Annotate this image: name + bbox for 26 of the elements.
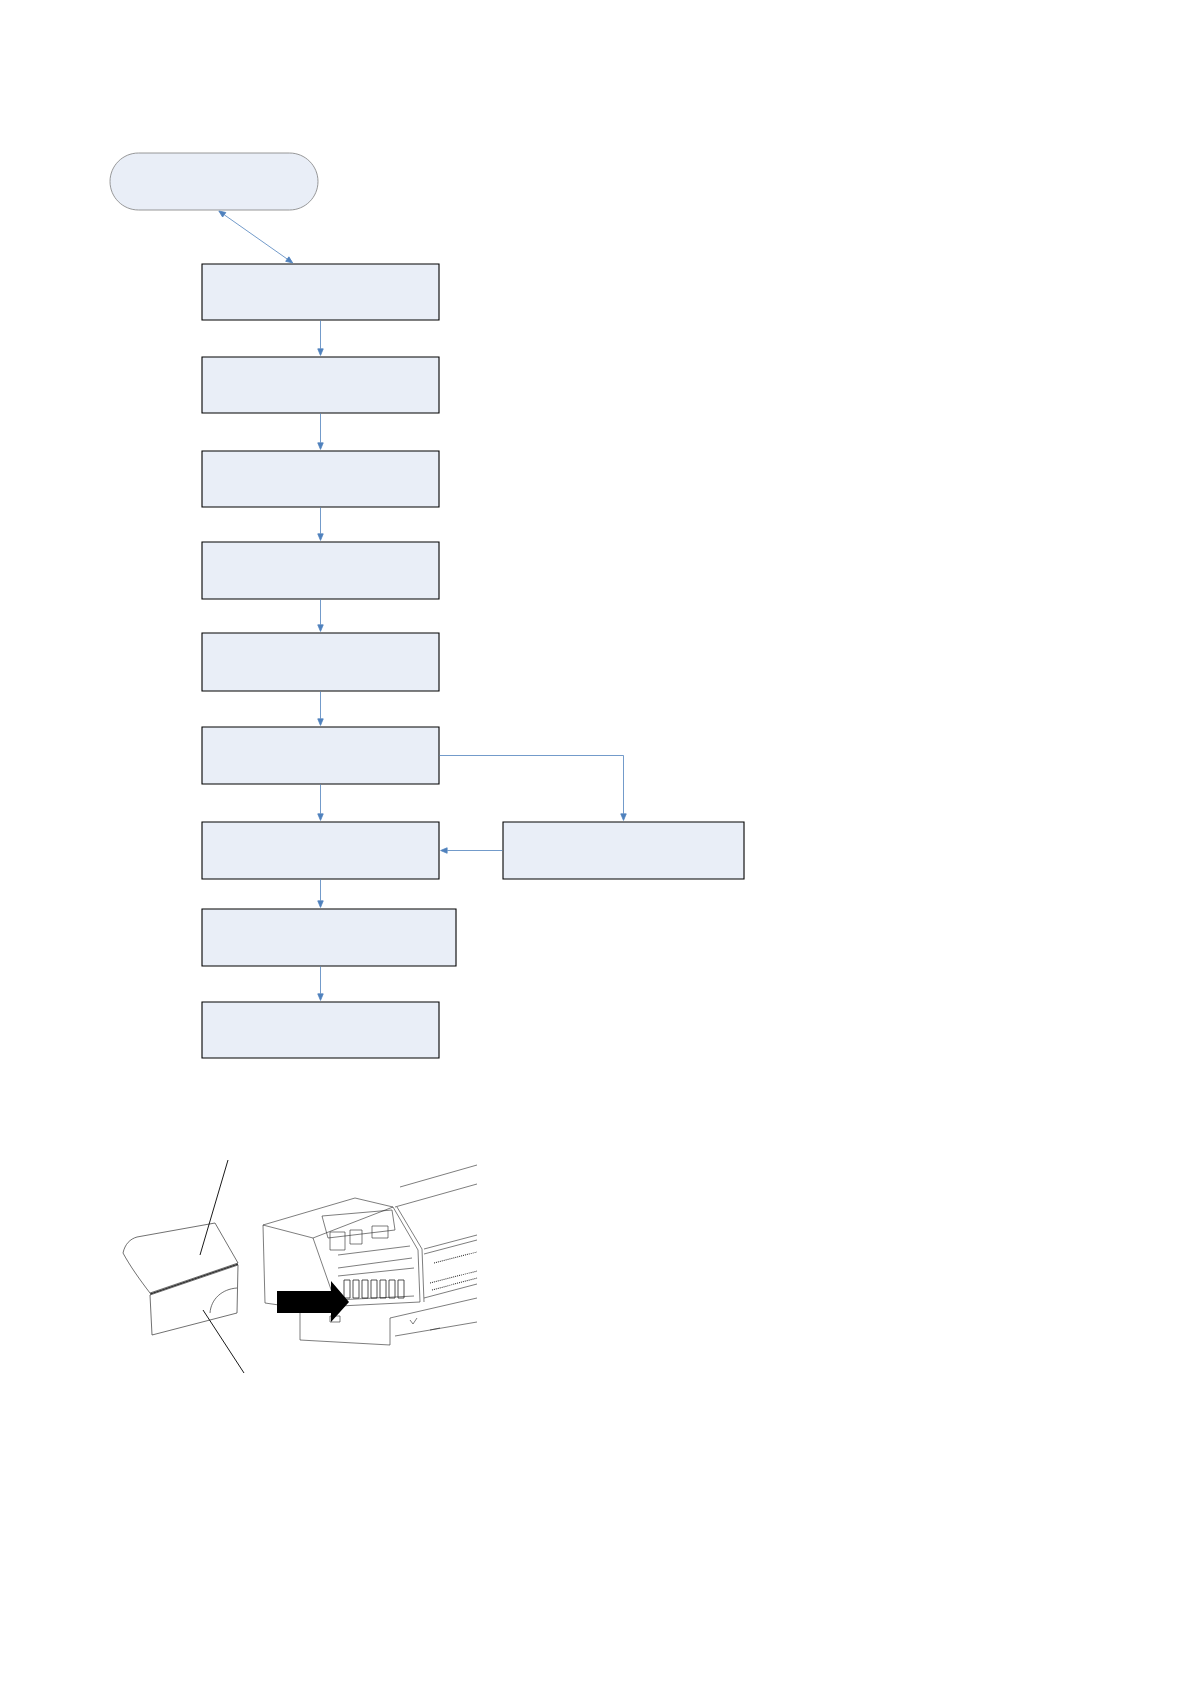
process-box bbox=[201, 1001, 440, 1059]
arrow bbox=[439, 755, 627, 821]
arrow bbox=[218, 210, 294, 264]
arrow bbox=[317, 879, 324, 908]
arrow bbox=[440, 847, 503, 854]
process-box bbox=[201, 541, 440, 600]
leader-line bbox=[202, 1309, 245, 1374]
arrow bbox=[317, 599, 324, 632]
process-box bbox=[201, 726, 440, 785]
arrow bbox=[317, 507, 324, 541]
rounded-box bbox=[109, 152, 319, 211]
arrow bbox=[317, 691, 324, 726]
arrow bbox=[317, 413, 324, 450]
process-box bbox=[201, 821, 440, 880]
process-box bbox=[201, 908, 457, 967]
process-box bbox=[201, 263, 440, 321]
process-box bbox=[502, 821, 745, 880]
process-box bbox=[201, 450, 440, 508]
process-box bbox=[201, 632, 440, 692]
arrow bbox=[317, 966, 324, 1001]
leader-line bbox=[199, 1159, 229, 1256]
cover-lid bbox=[122, 1222, 239, 1295]
arrow bbox=[317, 320, 324, 356]
process-box bbox=[201, 356, 440, 414]
arrow bbox=[317, 784, 324, 821]
cover-front bbox=[149, 1264, 239, 1336]
